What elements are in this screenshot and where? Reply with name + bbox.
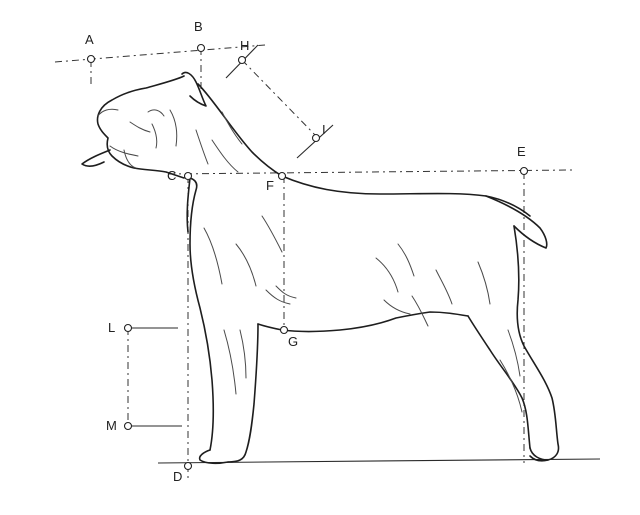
dog-mouth <box>109 145 139 169</box>
dog-front-leg-front <box>189 177 215 451</box>
point-c-marker <box>183 171 193 181</box>
point-h-marker <box>237 55 247 65</box>
dog-eye <box>147 109 165 117</box>
dog-tongue <box>81 149 111 167</box>
line-top-head <box>54 44 266 63</box>
point-e-marker <box>519 166 529 176</box>
point-m-marker <box>123 421 133 431</box>
dog-torso-muscle <box>375 243 491 327</box>
dog-shoulder-muscle <box>203 215 297 305</box>
point-g-marker <box>279 325 289 335</box>
point-l-marker <box>123 323 133 333</box>
dog-neck-back <box>197 83 283 177</box>
point-b-marker <box>196 43 206 53</box>
line-h-i <box>241 59 319 139</box>
dog-face-wrinkles <box>129 109 178 149</box>
dog-tail <box>485 195 548 249</box>
dog-head-outline <box>96 75 185 179</box>
measurement-points <box>86 43 529 471</box>
point-a-marker <box>86 54 96 64</box>
dog-back-line <box>281 175 531 217</box>
label-g: G <box>288 334 298 349</box>
point-f-marker <box>277 171 287 181</box>
label-c: C <box>167 168 176 183</box>
label-i: I <box>322 122 326 137</box>
label-m: M <box>106 418 117 433</box>
label-f: F <box>266 178 274 193</box>
dog-rump <box>513 225 560 461</box>
dog-hind-leg-inner <box>467 315 531 449</box>
dog-neck-folds <box>195 111 243 173</box>
dog-hind-paw <box>529 455 549 462</box>
dog-belly <box>257 311 469 333</box>
measurement-labels: A B H I C F E G L M D <box>85 19 526 484</box>
label-l: L <box>108 320 115 335</box>
label-e: E <box>517 144 526 159</box>
dog-leg-muscle <box>223 329 523 413</box>
label-d: D <box>173 469 182 484</box>
label-a: A <box>85 32 94 47</box>
dog-front-paw <box>198 449 229 465</box>
dog-nose <box>97 108 119 117</box>
point-d-marker <box>183 461 193 471</box>
line-withers-height <box>167 169 573 175</box>
dog-chest <box>186 177 191 233</box>
point-i-marker <box>311 133 321 143</box>
label-h: H <box>240 38 249 53</box>
dog-front-leg-back <box>227 323 259 463</box>
label-b: B <box>194 19 203 34</box>
dog-drawing <box>81 71 560 465</box>
dog-ear <box>181 71 207 107</box>
